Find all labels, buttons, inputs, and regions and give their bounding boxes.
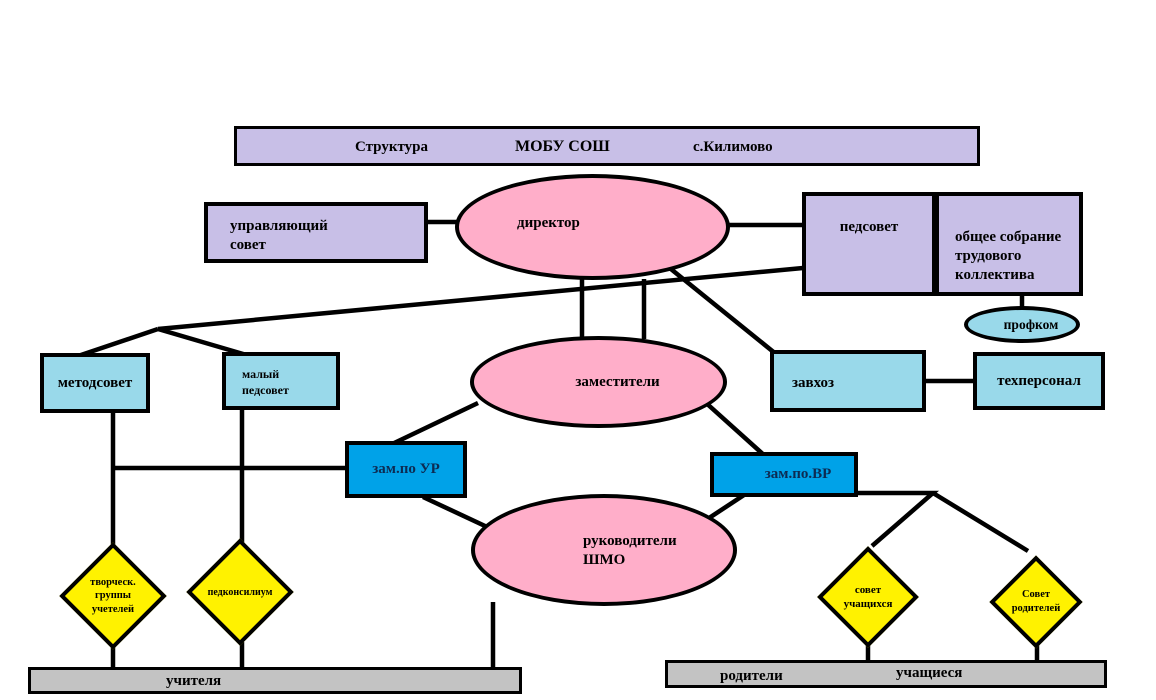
upravlyayushchiy-sovet-line2: совет: [230, 236, 266, 253]
node-upravlyayushchiy-sovet: управляющий совет: [204, 202, 428, 263]
uchitelya-label: учителя: [166, 673, 222, 689]
node-zam-po-vr: зам.по.ВР: [710, 452, 858, 497]
obshchee-sobranie-line1: общее собрание: [955, 229, 1062, 245]
obshchee-sobranie-line3: коллектива: [955, 266, 1035, 283]
connector-zamestiteli-zamur: [389, 400, 479, 448]
connector-branch-maly-pedsovet: [157, 326, 251, 359]
node-tekhpersonal: техперсонал: [973, 352, 1105, 410]
connector-zamvr-sovety: [858, 490, 940, 548]
tvorcheskie-gruppy-line3: учетелей: [91, 603, 135, 615]
node-sovet-roditeley: Совет родителей: [988, 554, 1084, 650]
upravlyayushchiy-sovet-line1: управляющий: [230, 218, 328, 234]
connector-direktor-zavkhoz: [659, 259, 778, 356]
tvorcheskie-gruppy-line2: группы: [94, 590, 132, 602]
title-part-school: МОБУ СОШ: [515, 138, 610, 155]
obshchee-sobranie-line2: трудового: [955, 247, 1022, 264]
node-pedkonsilium: педконсилиум: [185, 538, 295, 646]
rukovoditeli-shmo-line1: руководители: [583, 533, 677, 549]
sovet-uchashchikhsya-line1: совет: [854, 583, 882, 596]
node-tvorcheskie-gruppy: творческ. группы учетелей: [58, 542, 168, 650]
uchashchiesya-label: учащиеся: [896, 665, 963, 681]
node-zam-po-ur: зам.по УР: [345, 441, 467, 498]
title-part-village: с.Килимово: [693, 139, 773, 155]
pedkonsilium-label: педконсилиум: [207, 586, 273, 598]
node-profkom: профком: [964, 306, 1080, 343]
node-direktor: директор: [455, 174, 730, 280]
sovet-roditeley-line2: родителей: [1011, 603, 1061, 614]
maly-pedsovet-line2: педсовет: [242, 382, 289, 397]
diagram-title-bar: Структура МОБУ СОШ с.Килимово: [234, 126, 980, 166]
connector-fork-sovet-roditeley: [931, 491, 1030, 553]
zam-po-ur-label: зам.по УР: [372, 461, 440, 478]
maly-pedsovet-line1: малый: [242, 367, 280, 381]
title-part-structura: Структура: [355, 139, 428, 155]
node-maly-pedsovet: малый педсовет: [222, 352, 340, 410]
connector-pedsovet-metodsovet-diagonal: [157, 265, 804, 332]
direktor-label: директор: [517, 215, 580, 231]
tekhpersonal-label: техперсонал: [997, 372, 1081, 389]
pedsovet-label: педсовет: [839, 219, 899, 235]
node-rukovoditeli-shmo: руководители ШМО: [471, 494, 737, 606]
zamestiteli-label: заместители: [575, 373, 660, 390]
sovet-roditeley-line1: Совет: [1021, 589, 1051, 601]
connector-zamestiteli-zamvr: [703, 400, 767, 458]
node-zamestiteli: заместители: [470, 336, 727, 428]
bar-uchitelya: учителя: [28, 667, 522, 694]
zam-po-vr-label: зам.по.ВР: [764, 466, 832, 483]
node-metodsovet: методсовет: [40, 353, 150, 413]
node-pedsovet: педсовет: [802, 192, 936, 296]
profkom-label: профком: [1003, 316, 1059, 332]
metodsovet-label: методсовет: [57, 374, 133, 391]
sovet-uchashchikhsya-line2: учащихся: [843, 598, 893, 610]
node-obshchee-sobranie: общее собрание трудового коллектива: [935, 192, 1083, 296]
connector-branch-metodsovet: [77, 326, 159, 359]
bar-roditeli-uchashchiesya: родители учащиеся: [665, 660, 1107, 688]
zavkhoz-label: завхоз: [792, 375, 835, 391]
roditeli-label: родители: [720, 668, 783, 684]
node-zavkhoz: завхоз: [770, 350, 926, 412]
tvorcheskie-gruppy-line1: творческ.: [90, 576, 136, 588]
node-sovet-uchashchikhsya: совет учащихся: [816, 545, 920, 649]
rukovoditeli-shmo-line2: ШМО: [583, 551, 626, 568]
